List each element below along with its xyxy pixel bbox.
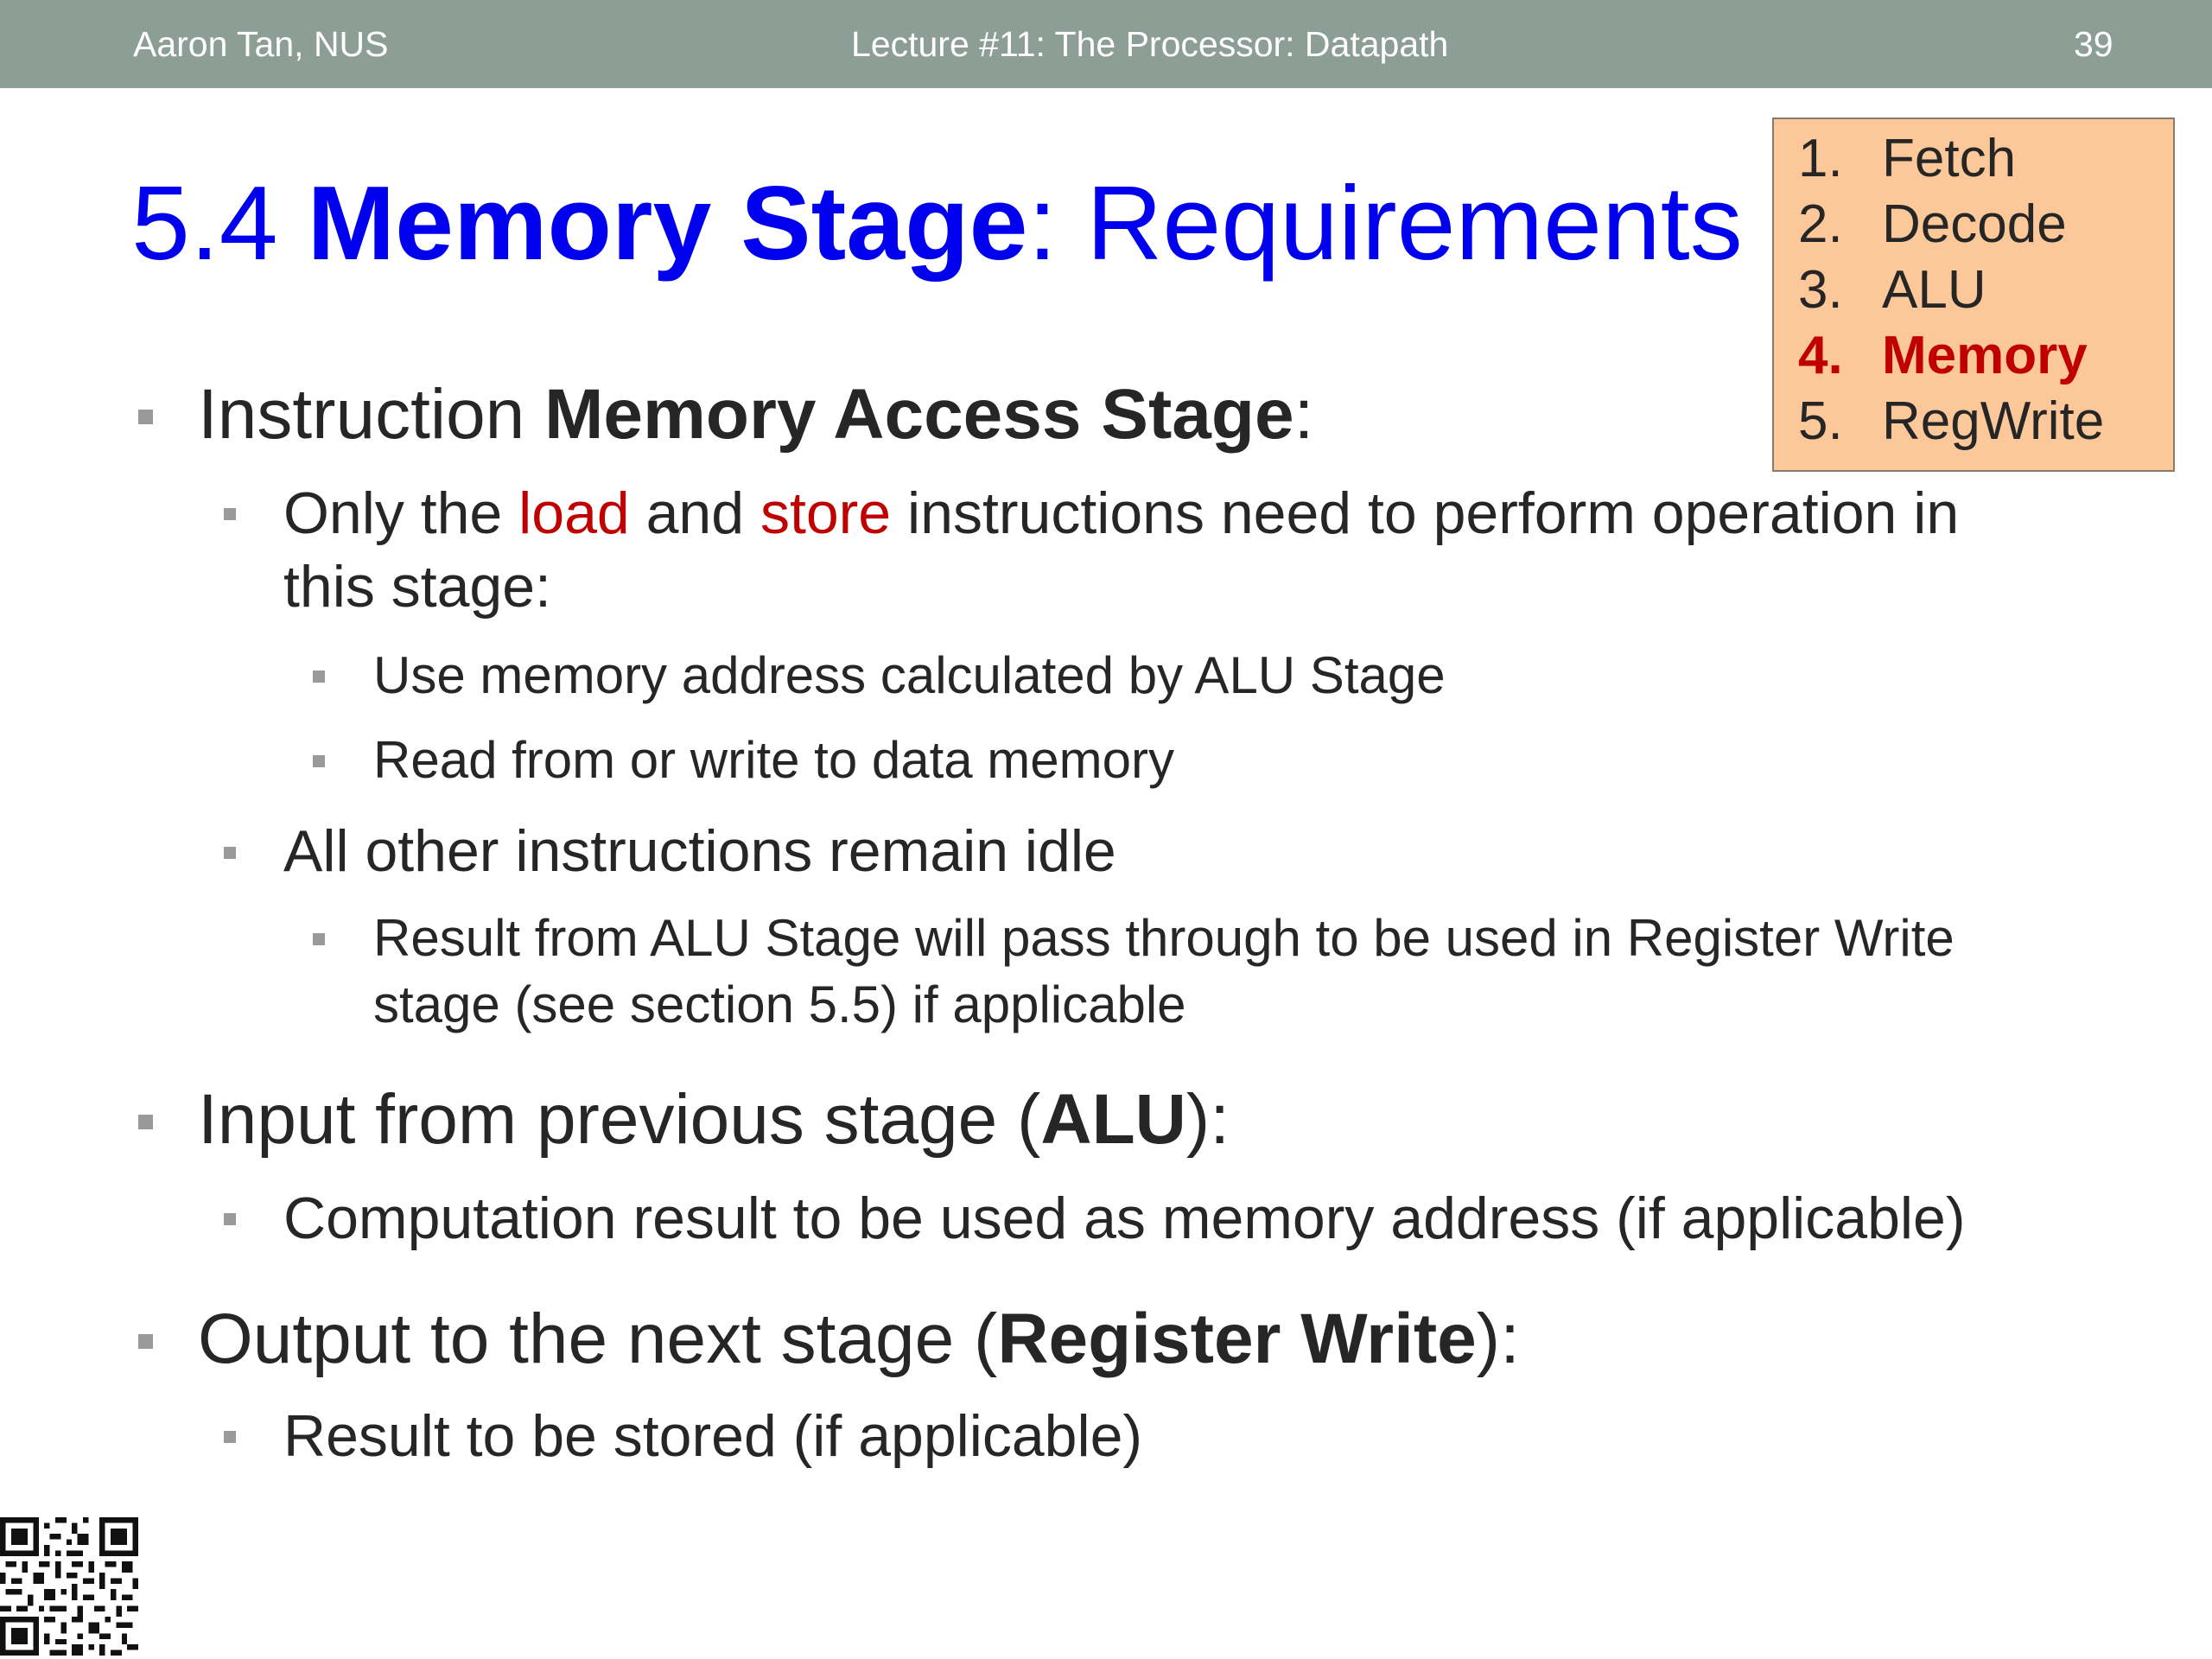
keyword-store: store (760, 480, 892, 546)
header-lecture-title: Lecture #11: The Processor: Datapath (851, 24, 1449, 64)
bullet-marker (224, 1213, 236, 1225)
bullet-pass-through-cont: stage (see section 5.5) if applicable (373, 976, 1186, 1033)
title-strong: Memory Stage (307, 164, 1028, 282)
stage-item-decode: 2.Decode (1798, 194, 2067, 254)
bullet-load-store-cont: this stage: (283, 554, 551, 620)
bullet-input-previous: Input from previous stage (ALU): (198, 1080, 1230, 1159)
bullet-computation-result: Computation result to be used as memory … (283, 1185, 1966, 1251)
bullet-marker (138, 410, 153, 424)
bullet-load-store: Only the load and store instructions nee… (283, 480, 1960, 546)
qr-code-icon (0, 1517, 138, 1656)
bullet-pass-through: Result from ALU Stage will pass through … (373, 909, 1955, 967)
stage-item-fetch: 1.Fetch (1798, 129, 2017, 188)
bullet-result-stored: Result to be stored (if applicable) (283, 1403, 1143, 1469)
bullet-marker (313, 933, 325, 945)
stage-list-box: 1.Fetch 2.Decode 3.ALU 4.Memory 5.RegWri… (1772, 118, 2175, 472)
slide-header: Aaron Tan, NUS Lecture #11: The Processo… (0, 0, 2212, 88)
bullet-output-next: Output to the next stage (Register Write… (198, 1300, 1520, 1378)
bullet-marker (313, 671, 325, 683)
bullet-marker (224, 847, 236, 859)
bullet-marker (224, 1431, 236, 1443)
stage-item-memory: 4.Memory (1798, 326, 2088, 385)
title-section-number: 5.4 (131, 164, 278, 282)
title-rest: : Requirements (1027, 164, 1743, 282)
header-page-number: 39 (2074, 24, 2113, 64)
bullet-marker (224, 508, 236, 520)
stage-item-alu: 3.ALU (1798, 260, 1986, 320)
keyword-load: load (518, 480, 630, 546)
bullet-use-address: Use memory address calculated by ALU Sta… (373, 646, 1446, 704)
header-author: Aaron Tan, NUS (133, 24, 389, 64)
bullet-marker (138, 1334, 153, 1349)
bullet-remain-idle: All other instructions remain idle (283, 818, 1116, 884)
bullet-memory-access-stage: Instruction Memory Access Stage: (198, 375, 1314, 454)
stage-item-regwrite: 5.RegWrite (1798, 391, 2105, 451)
slide-title: 5.4 Memory Stage: Requirements (131, 162, 1743, 283)
bullet-marker (138, 1115, 153, 1129)
bullet-marker (313, 755, 325, 767)
bullet-read-write: Read from or write to data memory (373, 731, 1174, 789)
